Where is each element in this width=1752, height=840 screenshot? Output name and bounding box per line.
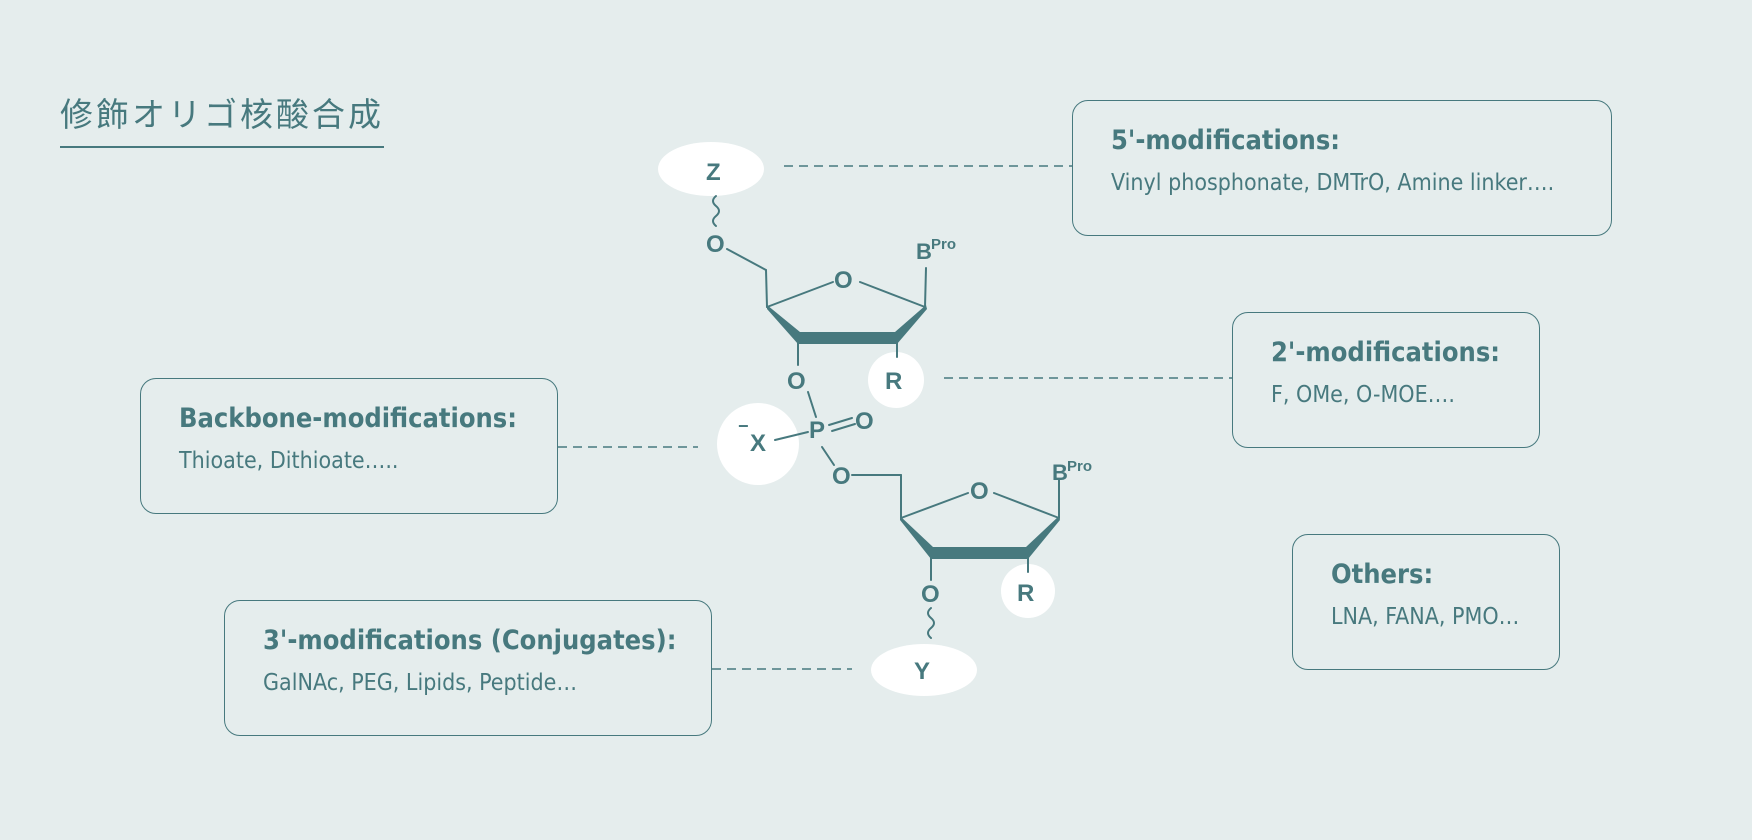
minus-label: − xyxy=(738,416,749,436)
b-lower-label: B xyxy=(1052,460,1068,485)
z-label: Z xyxy=(706,159,721,186)
five-prime-description: Vinyl phosphonate, DMTrO, Amine linker…. xyxy=(1111,170,1555,196)
two-prime-description: F, OMe, O-MOE…. xyxy=(1271,382,1455,408)
others-heading: Others: xyxy=(1331,559,1434,590)
b-upper-label: B xyxy=(916,239,932,264)
five-prime-heading: 5'-modifications: xyxy=(1111,125,1341,156)
backbone-description: Thioate, Dithioate….. xyxy=(179,448,399,474)
x-highlight xyxy=(717,403,799,485)
x-label: X xyxy=(750,430,766,457)
pro-lower-label: Pro xyxy=(1067,458,1092,475)
five-prime-modifications-box: 5'-modifications: Vinyl phosphonate, DMT… xyxy=(1072,100,1612,236)
lower-ring-wedge xyxy=(900,516,1060,559)
y-label: Y xyxy=(914,658,930,685)
three-prime-modifications-box: 3'-modifications (Conjugates): GalNAc, P… xyxy=(224,600,712,736)
r-upper-label: R xyxy=(885,368,902,395)
z-wavy-bond xyxy=(712,195,720,227)
o-5prime-label: O xyxy=(706,231,725,258)
o-upper-ring-label: O xyxy=(834,267,853,294)
o-phosphate-label: O xyxy=(832,463,851,490)
three-prime-description: GalNAc, PEG, Lipids, Peptide… xyxy=(263,670,578,696)
z-highlight xyxy=(658,142,764,196)
two-prime-modifications-box: 2'-modifications: F, OMe, O-MOE…. xyxy=(1232,312,1540,448)
pro-upper-label: Pro xyxy=(931,236,956,253)
y-highlight xyxy=(871,644,977,696)
page-title: 修飾オリゴ核酸合成 xyxy=(60,88,384,148)
backbone-heading: Backbone-modifications: xyxy=(179,403,517,434)
o-lower-3prime-label: O xyxy=(921,581,940,608)
upper-ring-wedge xyxy=(767,305,927,344)
two-prime-heading: 2'-modifications: xyxy=(1271,337,1501,368)
r-upper-highlight xyxy=(868,352,924,408)
others-box: Others: LNA, FANA, PMO… xyxy=(1292,534,1560,670)
backbone-modifications-box: Backbone-modifications: Thioate, Dithioa… xyxy=(140,378,558,514)
three-prime-heading: 3'-modifications (Conjugates): xyxy=(263,625,677,656)
o-lower-ring-label: O xyxy=(970,478,989,505)
o-3prime-label: O xyxy=(787,368,806,395)
r-lower-label: R xyxy=(1017,580,1034,607)
p-label: P xyxy=(809,417,825,444)
others-description: LNA, FANA, PMO… xyxy=(1331,604,1520,630)
r-lower-highlight xyxy=(1001,564,1055,618)
y-wavy-bond xyxy=(927,607,935,639)
o-double-bond-label: O xyxy=(855,408,874,435)
